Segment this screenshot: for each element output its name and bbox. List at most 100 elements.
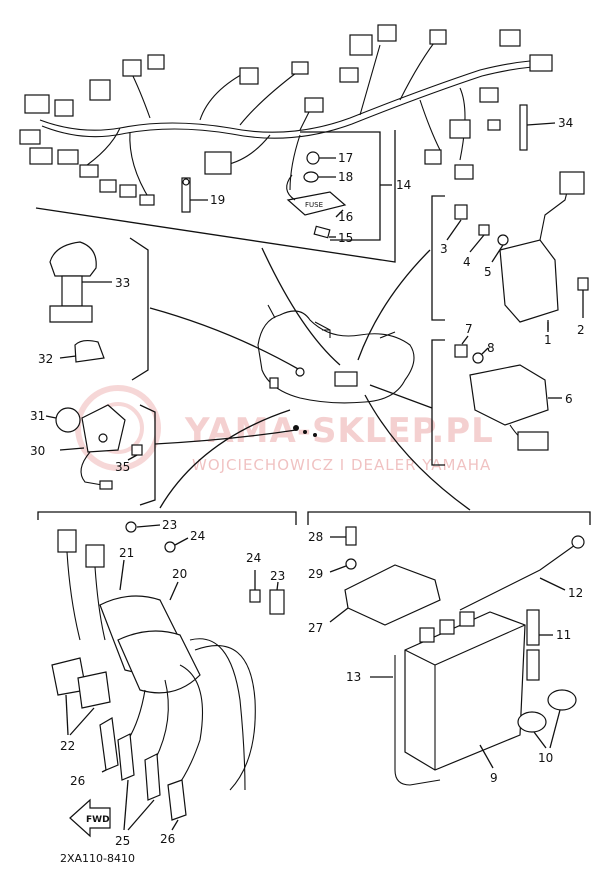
washer-8: [472, 352, 484, 364]
ignitor-unit-27: [344, 564, 441, 626]
callout-22: 22: [60, 739, 75, 753]
harness-group-frame: [35, 130, 396, 263]
callout-23a: 23: [162, 518, 177, 532]
callout-31: 31: [30, 409, 45, 423]
fwd-label: FWD: [86, 815, 110, 825]
ignition-group: FWD: [51, 521, 285, 838]
callout-26a: 26: [70, 774, 85, 788]
callout-9: 9: [490, 771, 498, 785]
rectifier-group-frame: [431, 339, 445, 466]
rectifier-group: [454, 344, 549, 451]
screw-35: [131, 444, 143, 456]
regulator-1: [499, 239, 559, 323]
bolt-3: [454, 204, 468, 220]
callout-10: 10: [538, 751, 553, 765]
callout-21: 21: [119, 546, 134, 560]
plug-cap-25b: [144, 753, 161, 801]
callout-13: 13: [346, 670, 361, 684]
rectifier-6: [469, 364, 549, 426]
plug-cap-26b: [167, 779, 187, 821]
damper-10a: [517, 711, 547, 733]
clip-2: [577, 277, 589, 291]
callout-26b: 26: [160, 832, 175, 846]
fuse-15: [313, 225, 331, 239]
callout-labels: 1 2 3 4 5 6 7 8 9 10 11 12: [30, 116, 585, 848]
o-ring-31: [55, 407, 81, 433]
horn-group: [49, 241, 105, 363]
callout-33: 33: [115, 276, 130, 290]
bolt-23b: [269, 589, 285, 615]
connector-21a: [57, 529, 77, 553]
horn-33-top: [49, 241, 97, 277]
nut-4: [478, 224, 490, 236]
battery-group-frame: [307, 511, 591, 525]
callout-2: 2: [577, 323, 585, 337]
part-34: [519, 104, 528, 151]
callout-25: 25: [115, 834, 130, 848]
washer-24b: [249, 589, 261, 603]
callout-24b: 24: [246, 551, 261, 565]
callout-24a: 24: [190, 529, 205, 543]
callout-23b: 23: [270, 569, 285, 583]
callout-5: 5: [484, 265, 492, 279]
cable-12-end: [571, 535, 585, 549]
callout-27: 27: [308, 621, 323, 635]
watermark-tagline: WOJCIECHOWICZ I DEALER YAMAHA: [192, 456, 491, 474]
callout-17: 17: [338, 151, 353, 165]
callout-3: 3: [440, 242, 448, 256]
wire-harness: [19, 24, 553, 206]
ignition-group-frame: [37, 511, 297, 525]
regulator-group-frame: [431, 195, 445, 321]
bike-frame-sketch: [257, 304, 415, 437]
callout-1: 1: [544, 333, 552, 347]
ignition-coil-20: [117, 630, 201, 694]
small-parts-top: [181, 104, 528, 213]
callout-8: 8: [487, 341, 495, 355]
callout-11: 11: [556, 628, 571, 642]
callout-4: 4: [463, 255, 471, 269]
harness-connector-block: [204, 151, 232, 175]
watermark-brand: YAMA-SKLEP.PL: [184, 411, 494, 451]
battery-group: [344, 526, 585, 786]
callout-19: 19: [210, 193, 225, 207]
callout-12: 12: [568, 586, 583, 600]
fwd-arrow-icon: [69, 798, 111, 838]
regulator-group: [454, 171, 589, 323]
diagram-code: 2XA110-8410: [60, 852, 135, 865]
damper-10b: [547, 689, 577, 711]
fuse-screw-17: [306, 151, 320, 165]
leader-lines: [149, 247, 471, 511]
fuse-group-frame: [300, 131, 381, 241]
horn-group-frame: [129, 237, 149, 381]
callout-30: 30: [30, 444, 45, 458]
washer-24a: [164, 541, 176, 553]
horn-33: [61, 275, 83, 307]
center-junction-box: [334, 371, 358, 387]
part-19: [181, 177, 191, 213]
screw-28: [345, 526, 357, 546]
harness-connector: [24, 94, 50, 114]
callout-35: 35: [115, 460, 130, 474]
plug-cap-26a: [99, 717, 119, 771]
callout-16: 16: [338, 210, 353, 224]
sensor-group: [55, 404, 143, 490]
callout-32: 32: [38, 352, 53, 366]
fuse-text: FUSE: [305, 201, 323, 209]
washer-5: [497, 234, 509, 246]
tube-11a: [526, 609, 540, 646]
watermark: YAMA-SKLEP.PL WOJCIECHOWICZ I DEALER YAM…: [75, 385, 494, 474]
fuse-washer-18: [303, 171, 319, 183]
callout-18: 18: [338, 170, 353, 184]
callout-28: 28: [308, 530, 323, 544]
callout-15: 15: [338, 231, 353, 245]
fuse-holder-16: [286, 191, 347, 216]
callout-14: 14: [396, 178, 411, 192]
bracket-32: [74, 339, 105, 363]
sensor-30: [81, 404, 126, 453]
bolt-23a: [125, 521, 137, 533]
washer-29: [345, 558, 357, 570]
fuse-parts: FUSE: [286, 151, 347, 239]
watermark-logo-icon: [75, 385, 161, 471]
